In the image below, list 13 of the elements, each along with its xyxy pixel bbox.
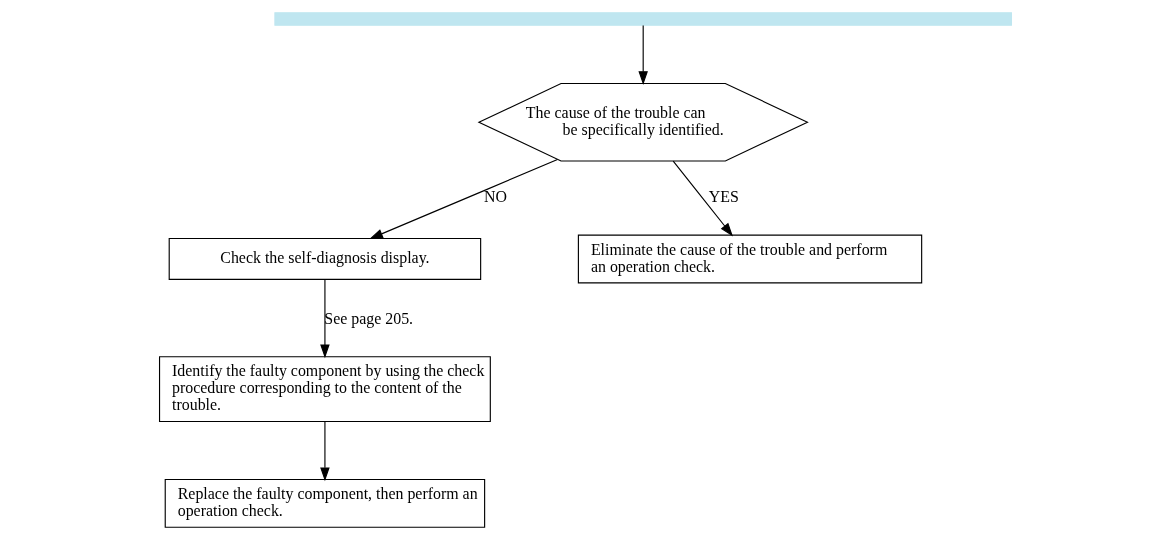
arrow [672,160,733,237]
node-box: Replace the faulty component, then perform an operation check. [164,478,485,528]
arrow [319,421,330,482]
node-bar [273,12,1012,26]
edge-label: NO [483,188,507,206]
edge-label: YES [708,188,739,206]
arrow [368,159,558,240]
node-box: Eliminate the cause of the trouble and perform an operation check. [577,234,922,284]
arrow [637,25,648,85]
edge-label: See page 205. [323,309,413,327]
arrow [319,278,330,359]
node-box: Identify the faulty component by using the check procedure corresponding to the content of the trouble. [158,356,491,423]
node-box: Check the self-diagnosis display. [168,237,481,280]
